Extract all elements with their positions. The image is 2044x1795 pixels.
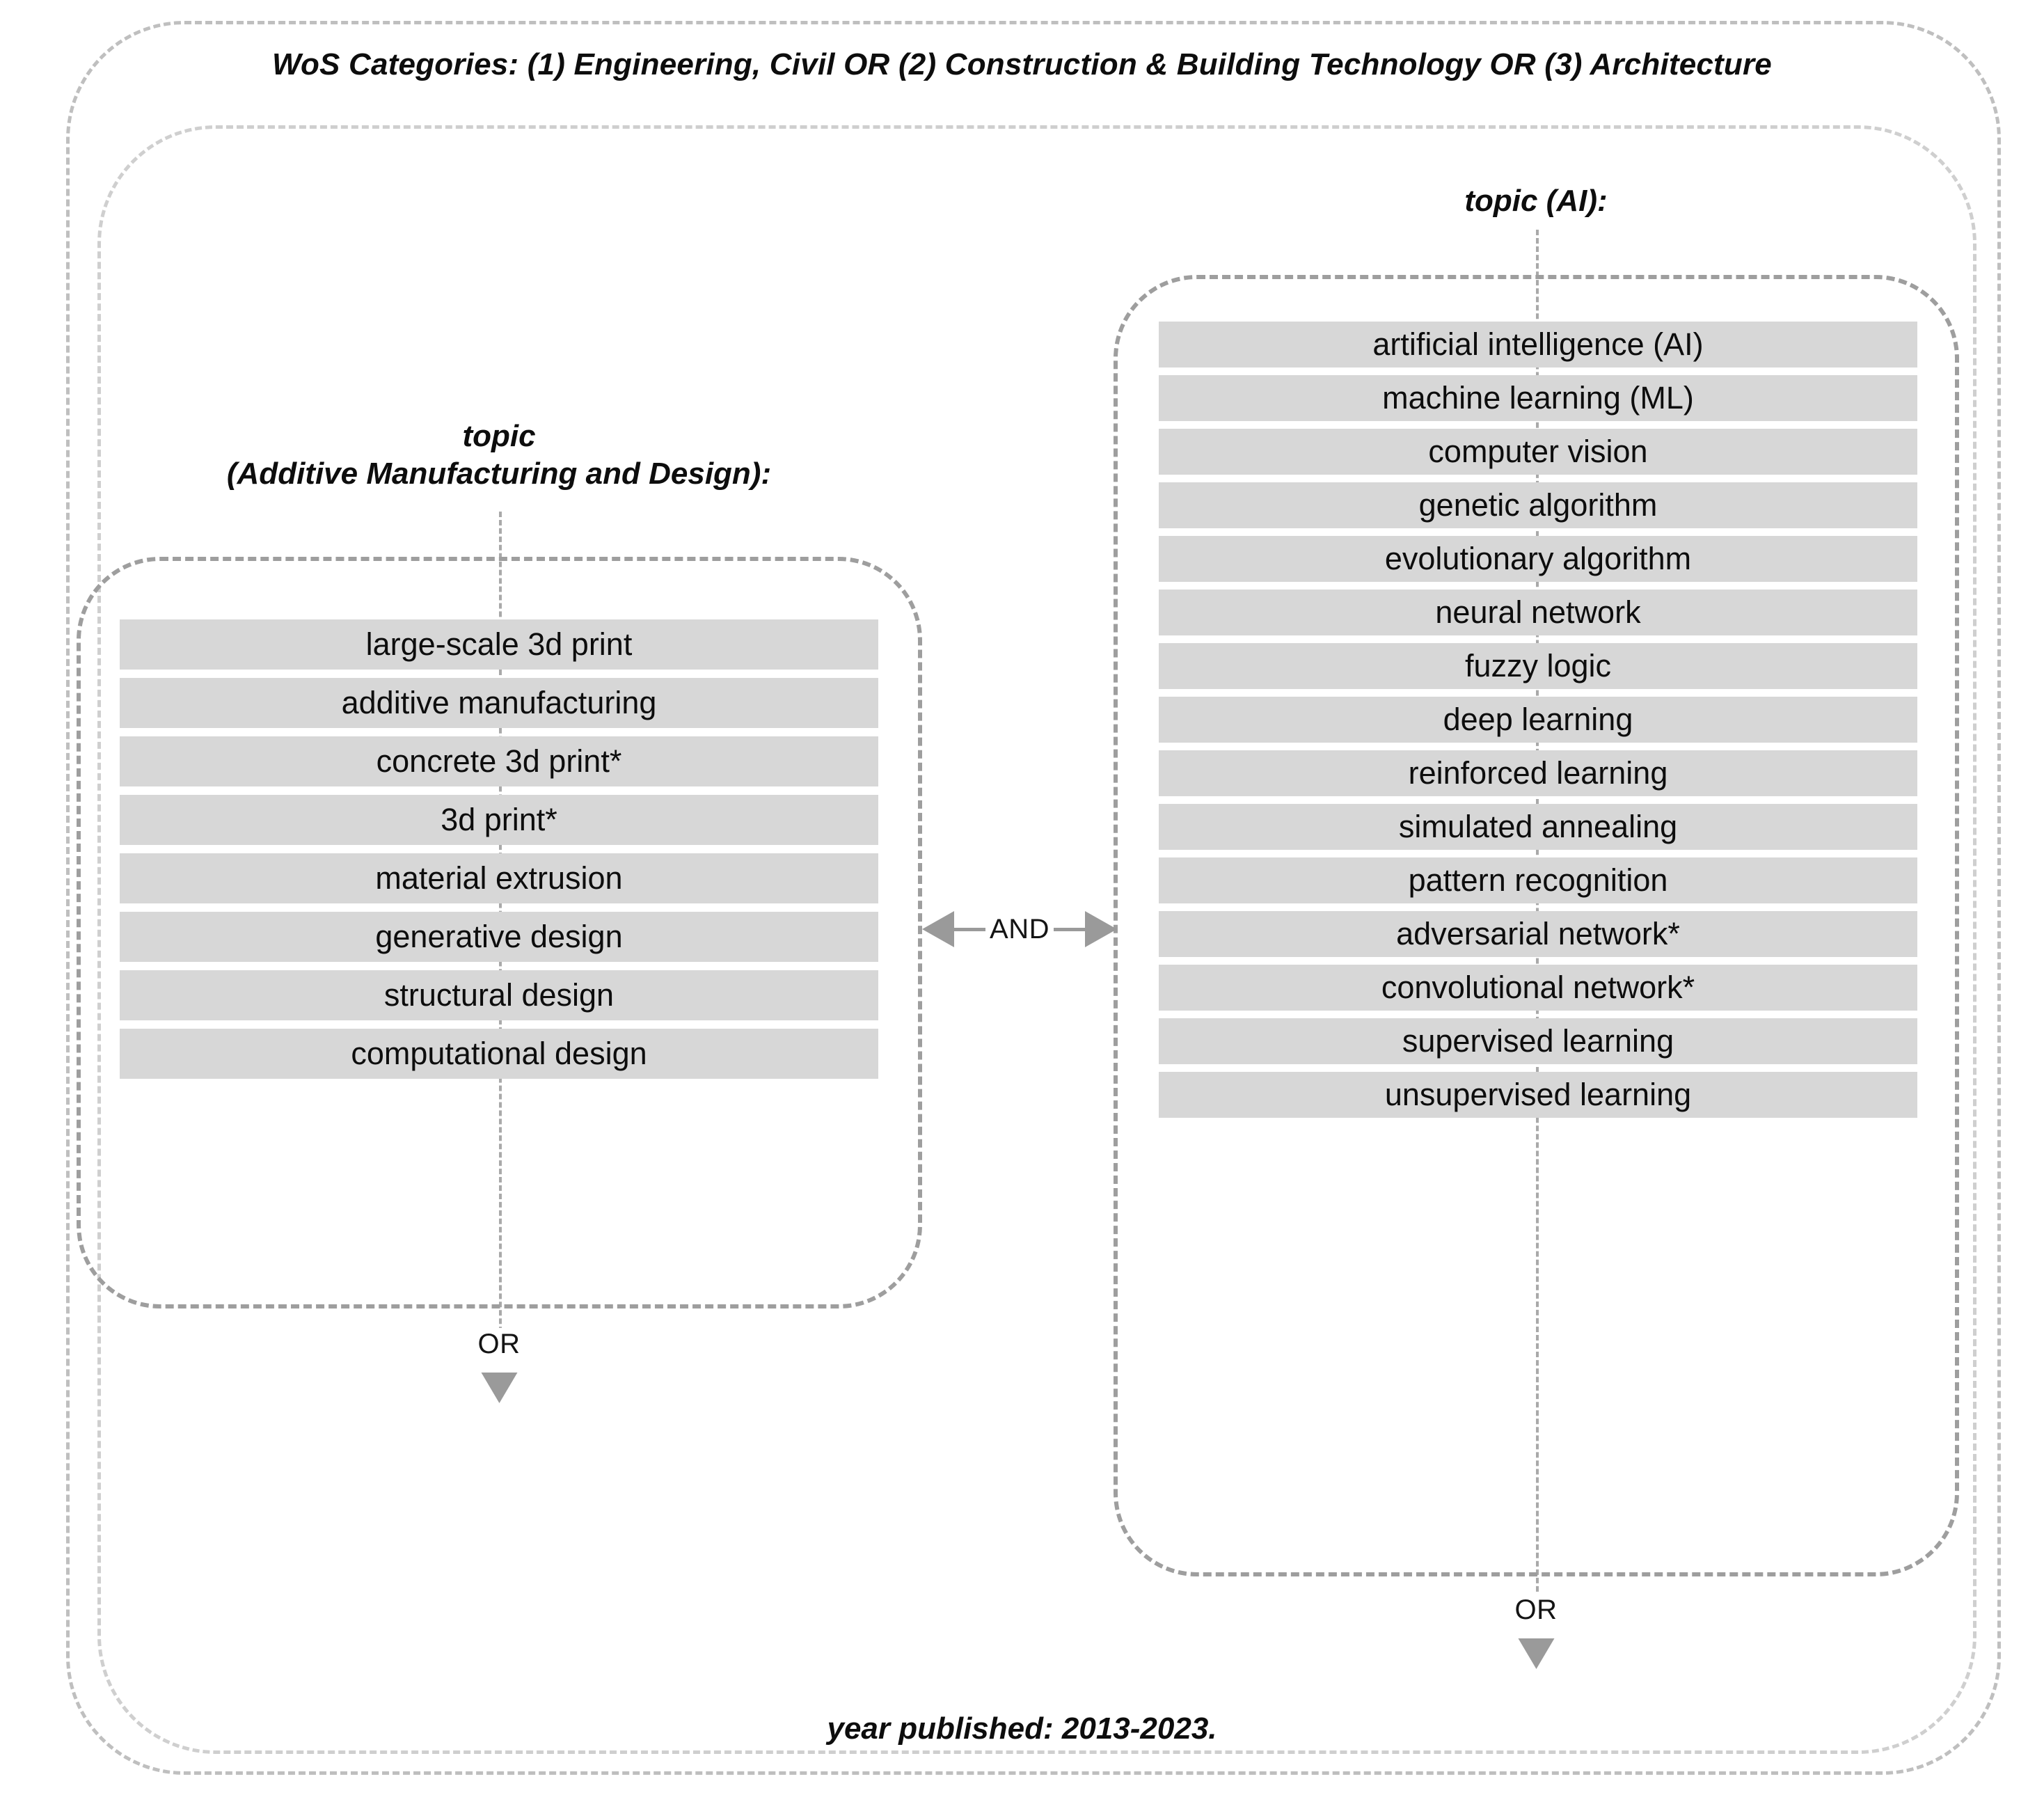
list-item[interactable]: supervised learning	[1159, 1018, 1917, 1064]
list-item[interactable]: deep learning	[1159, 697, 1917, 743]
list-item[interactable]: genetic algorithm	[1159, 482, 1917, 528]
arrow-left-icon	[922, 911, 954, 947]
and-connector: AND	[922, 905, 1118, 954]
list-item[interactable]: unsupervised learning	[1159, 1072, 1917, 1118]
list-item[interactable]: evolutionary algorithm	[1159, 536, 1917, 582]
list-item[interactable]: material extrusion	[120, 853, 878, 903]
left-topic-chip-list: large-scale 3d print additive manufactur…	[120, 619, 878, 1087]
list-item[interactable]: structural design	[120, 970, 878, 1020]
left-topic-label: topic (Additive Manufacturing and Design…	[226, 418, 772, 493]
list-item[interactable]: computational design	[120, 1029, 878, 1079]
arrow-right-icon	[1085, 911, 1118, 947]
arrow-down-icon	[481, 1373, 517, 1403]
or-label: OR	[468, 1328, 530, 1360]
wos-categories-caption: WoS Categories: (1) Engineering, Civil O…	[262, 47, 1782, 82]
connector-line	[1053, 927, 1086, 931]
right-topic-label-line1: topic (AI):	[1464, 184, 1608, 218]
list-item[interactable]: reinforced learning	[1159, 750, 1917, 796]
year-published-caption: year published: 2013-2023.	[817, 1711, 1227, 1746]
left-or-connector: OR	[468, 1328, 530, 1403]
right-topic-label: topic (AI):	[1464, 182, 1608, 220]
arrow-down-icon	[1518, 1638, 1554, 1669]
right-or-connector: OR	[1505, 1594, 1567, 1669]
list-item[interactable]: simulated annealing	[1159, 804, 1917, 850]
list-item[interactable]: artificial intelligence (AI)	[1159, 322, 1917, 367]
list-item[interactable]: fuzzy logic	[1159, 643, 1917, 689]
list-item[interactable]: generative design	[120, 912, 878, 962]
or-label: OR	[1505, 1594, 1567, 1626]
list-item[interactable]: large-scale 3d print	[120, 619, 878, 670]
list-item[interactable]: concrete 3d print*	[120, 736, 878, 786]
left-topic-group-boundary	[77, 557, 922, 1308]
list-item[interactable]: machine learning (ML)	[1159, 375, 1917, 421]
list-item[interactable]: adversarial network*	[1159, 911, 1917, 957]
list-item[interactable]: neural network	[1159, 590, 1917, 635]
and-label: AND	[985, 915, 1054, 943]
list-item[interactable]: additive manufacturing	[120, 678, 878, 728]
left-topic-label-line2: (Additive Manufacturing and Design):	[226, 456, 772, 491]
left-topic-label-line1: topic	[462, 419, 536, 453]
list-item[interactable]: computer vision	[1159, 429, 1917, 475]
wos-categories-boundary	[66, 21, 2001, 1775]
connector-line	[954, 927, 986, 931]
year-published-boundary	[97, 125, 1976, 1754]
right-topic-chip-list: artificial intelligence (AI) machine lea…	[1159, 322, 1917, 1125]
list-item[interactable]: convolutional network*	[1159, 965, 1917, 1011]
list-item[interactable]: 3d print*	[120, 795, 878, 845]
list-item[interactable]: pattern recognition	[1159, 857, 1917, 903]
